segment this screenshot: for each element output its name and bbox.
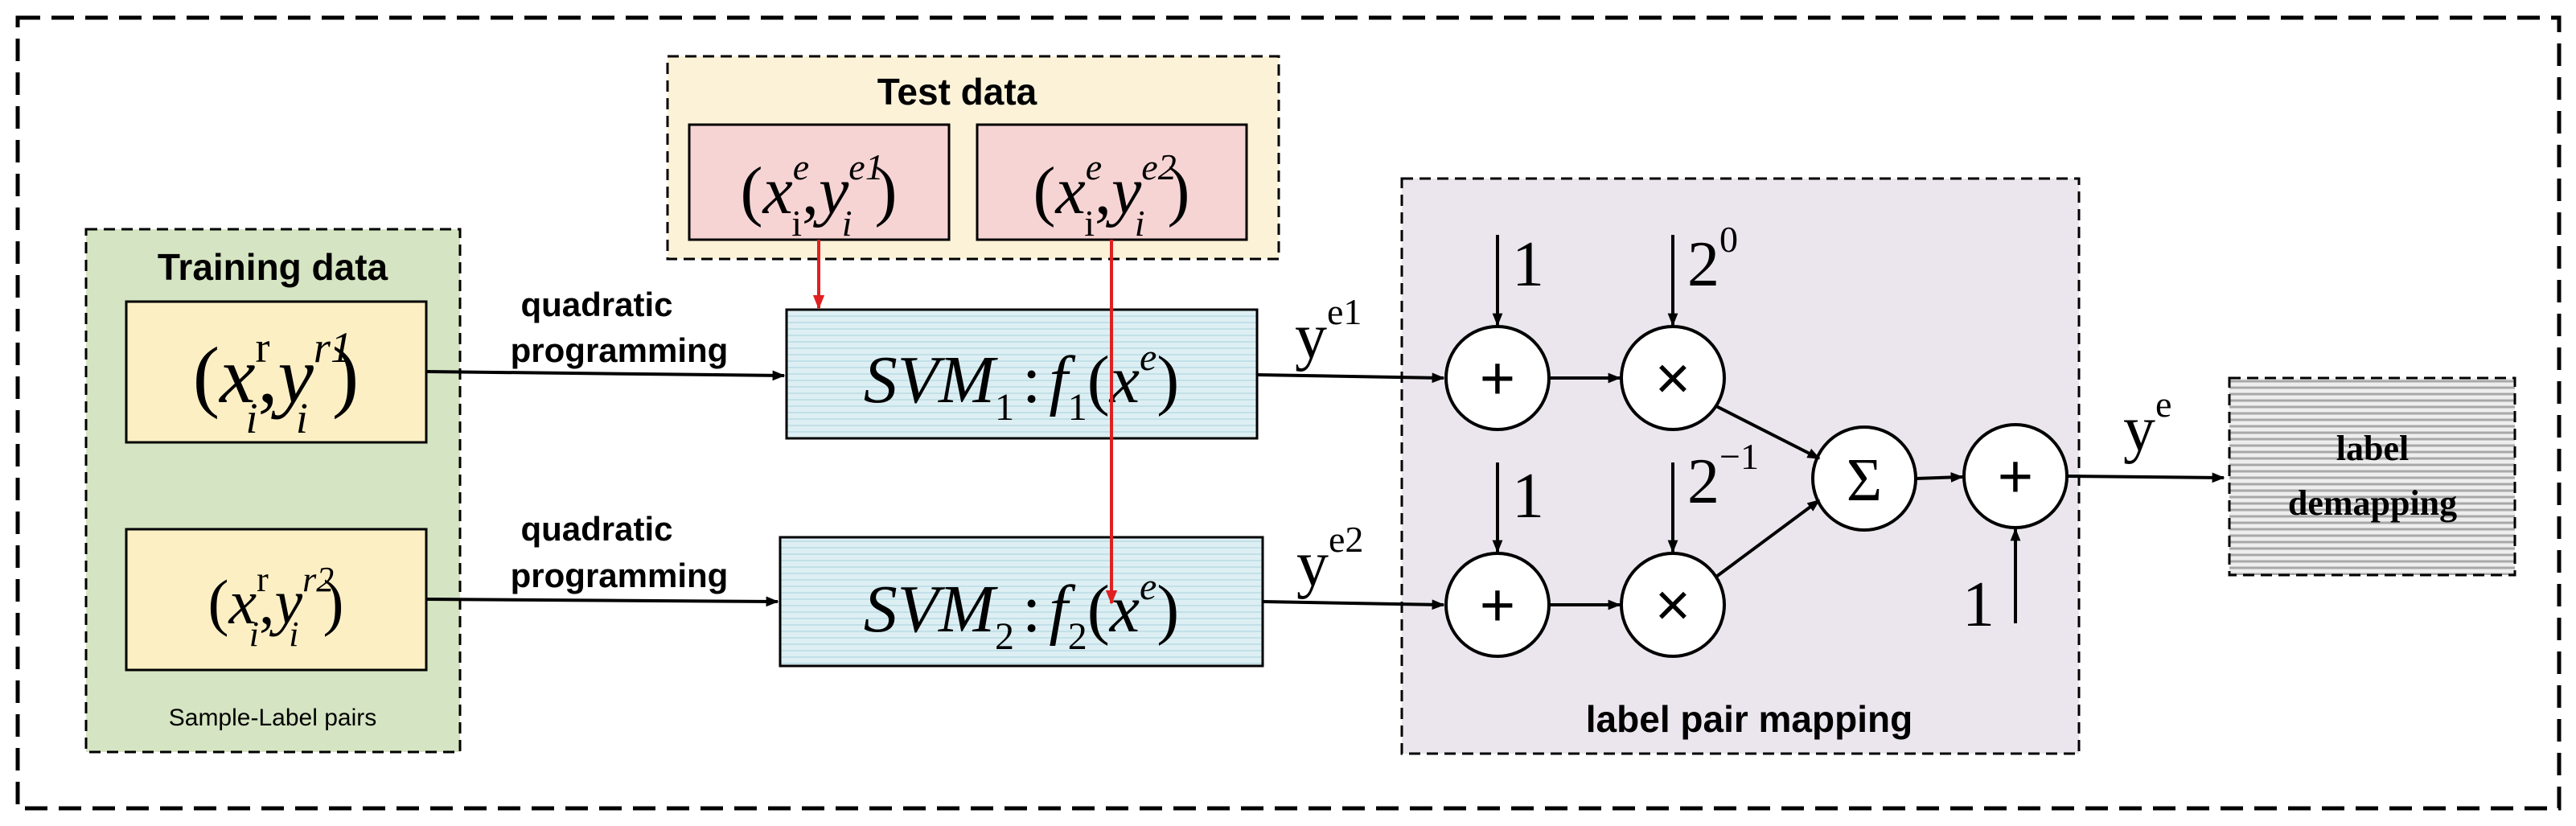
label-demapping-box (2228, 376, 2516, 577)
training-data-title: Training data (158, 246, 388, 288)
test-pair-1-box (688, 123, 951, 241)
svm-1-output-arrow (1256, 372, 1445, 384)
y-e-label: ye (2123, 384, 2171, 465)
one-top-label: 1 (1512, 229, 1544, 300)
label-demapping-line1: label (2336, 429, 2409, 468)
qp-arrow-1-label-line2: programming (511, 331, 729, 369)
one-final-label: 1 (1962, 569, 1995, 640)
sum-symbol: Σ (1847, 446, 1882, 514)
pow-zero-label: 20 (1687, 219, 1738, 300)
y-e1-label: ye1 (1295, 291, 1362, 372)
multiplier-1-symbol: × (1655, 344, 1691, 413)
qp-arrow-1-label-line1: quadratic (520, 286, 672, 323)
adder-2-symbol: + (1480, 571, 1515, 639)
training-pair-2-box (125, 528, 428, 672)
multiplier-2-symbol: × (1655, 571, 1691, 639)
multiplier-2-node (1620, 552, 1726, 658)
mult-1-to-sum (1715, 405, 1821, 460)
y-e2-label: ye2 (1296, 519, 1363, 600)
test-pair-2-box (976, 123, 1248, 241)
svm-2-box (779, 536, 1264, 668)
final-output-arrow (2066, 472, 2225, 483)
final-adder-symbol: + (1998, 442, 2033, 511)
qp-arrow-2 (425, 596, 779, 607)
svm-1-box (785, 308, 1259, 440)
multiplier-1-node (1620, 325, 1726, 431)
pow-minus-one-label: 2−1 (1687, 436, 1759, 517)
one-bottom-label: 1 (1512, 461, 1544, 532)
qp-arrow-2-label-line1: quadratic (520, 510, 672, 548)
outer-frame (15, 15, 2562, 811)
test-data-title: Test data (877, 71, 1037, 113)
sum-to-final-adder (1915, 472, 1964, 483)
svm-2-label: SVM2:f2(xe) (864, 565, 1180, 658)
label-pair-mapping-title: label pair mapping (1586, 698, 1912, 740)
label-demapping-line2: demapping (2288, 483, 2457, 523)
svm-1-label: SVM1:f1(xe) (864, 336, 1180, 429)
qp-arrow-2-label-line2: programming (511, 557, 729, 594)
qp-arrow-1 (425, 370, 786, 381)
mult-2-to-sum (1715, 499, 1821, 578)
adder-1-symbol: + (1480, 344, 1515, 413)
training-pair-1-box (125, 300, 428, 444)
svm-2-output-arrow (1262, 599, 1445, 610)
training-data-caption: Sample-Label pairs (169, 705, 376, 731)
